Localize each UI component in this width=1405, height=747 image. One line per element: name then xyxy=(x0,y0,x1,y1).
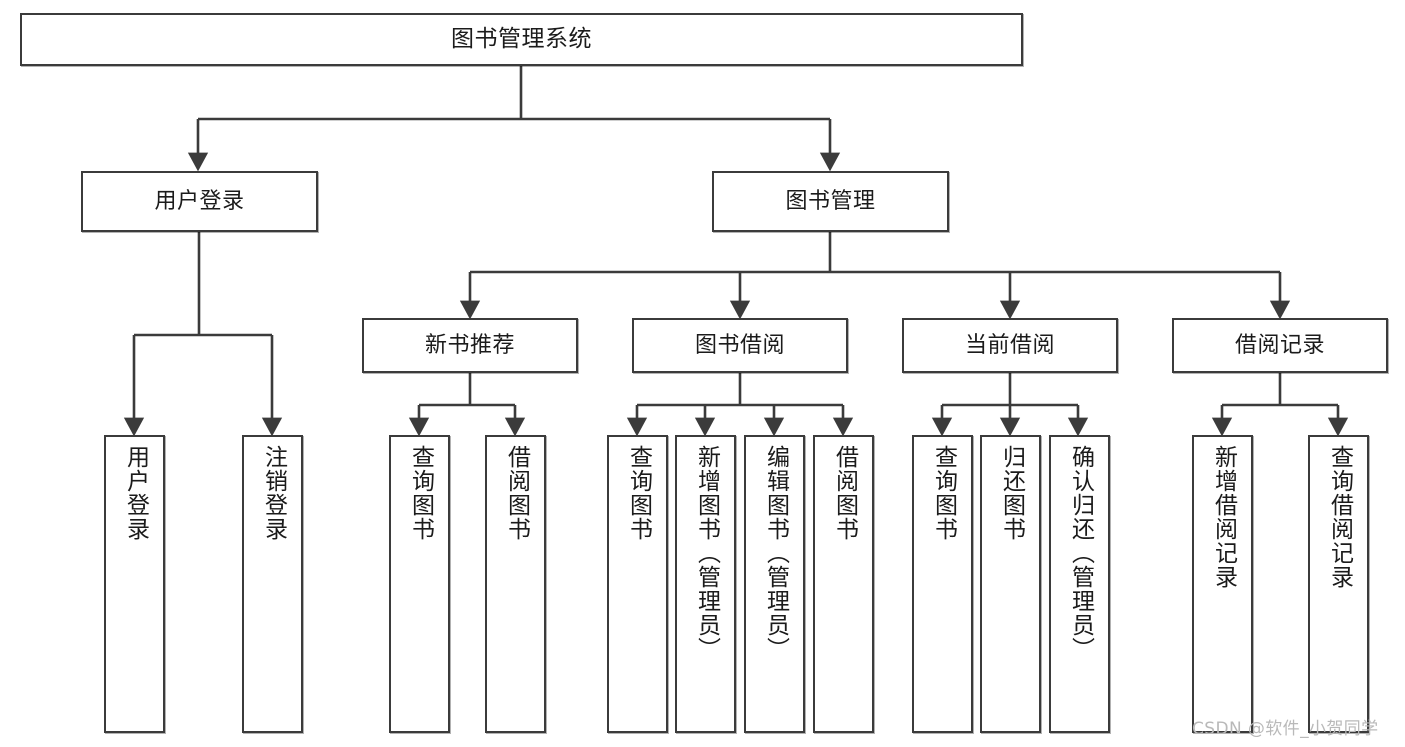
leaf-add-book[interactable]: 新增图书（管理员） xyxy=(675,435,736,733)
leaf-logout-label: 注销登录 xyxy=(260,445,287,541)
leaf-query-borrow-record[interactable]: 查询借阅记录 xyxy=(1308,435,1369,733)
leaf-query-book-1-label: 查询图书 xyxy=(407,445,434,541)
leaf-borrow-book-2-label: 借阅图书 xyxy=(831,445,858,541)
node-book-manage[interactable]: 图书管理 xyxy=(712,171,949,232)
node-book-manage-label: 图书管理 xyxy=(785,188,876,214)
node-book-borrow[interactable]: 图书借阅 xyxy=(632,318,848,373)
leaf-borrow-book-1-label: 借阅图书 xyxy=(503,445,530,541)
node-root[interactable]: 图书管理系统 xyxy=(20,13,1023,66)
node-new-book-recommend[interactable]: 新书推荐 xyxy=(362,318,578,373)
node-book-borrow-label: 图书借阅 xyxy=(694,332,785,358)
node-borrow-record[interactable]: 借阅记录 xyxy=(1172,318,1388,373)
leaf-borrow-book-2[interactable]: 借阅图书 xyxy=(813,435,874,733)
leaf-confirm-return[interactable]: 确认归还（管理员） xyxy=(1049,435,1110,733)
leaf-edit-book-label: 编辑图书（管理员） xyxy=(762,445,789,661)
leaf-borrow-book-1[interactable]: 借阅图书 xyxy=(485,435,546,733)
leaf-add-book-label: 新增图书（管理员） xyxy=(693,445,720,661)
leaf-query-book-2[interactable]: 查询图书 xyxy=(607,435,668,733)
leaf-add-borrow-record-label: 新增借阅记录 xyxy=(1210,445,1237,589)
node-borrow-record-label: 借阅记录 xyxy=(1234,332,1325,358)
leaf-query-book-1[interactable]: 查询图书 xyxy=(389,435,450,733)
leaf-add-borrow-record[interactable]: 新增借阅记录 xyxy=(1192,435,1253,733)
leaf-query-book-2-label: 查询图书 xyxy=(625,445,652,541)
leaf-return-book-label: 归还图书 xyxy=(998,445,1025,541)
leaf-user-login-label: 用户登录 xyxy=(122,445,149,541)
leaf-logout[interactable]: 注销登录 xyxy=(242,435,303,733)
leaf-user-login[interactable]: 用户登录 xyxy=(104,435,165,733)
node-user-login[interactable]: 用户登录 xyxy=(81,171,318,232)
node-current-borrow[interactable]: 当前借阅 xyxy=(902,318,1118,373)
node-user-login-label: 用户登录 xyxy=(154,188,245,214)
node-root-label: 图书管理系统 xyxy=(451,25,592,52)
leaf-query-borrow-record-label: 查询借阅记录 xyxy=(1326,445,1353,589)
node-current-borrow-label: 当前借阅 xyxy=(964,332,1055,358)
leaf-return-book[interactable]: 归还图书 xyxy=(980,435,1041,733)
node-new-book-recommend-label: 新书推荐 xyxy=(424,332,515,358)
leaf-query-book-3[interactable]: 查询图书 xyxy=(912,435,973,733)
leaf-confirm-return-label: 确认归还（管理员） xyxy=(1067,445,1094,661)
leaf-query-book-3-label: 查询图书 xyxy=(930,445,957,541)
leaf-edit-book[interactable]: 编辑图书（管理员） xyxy=(744,435,805,733)
